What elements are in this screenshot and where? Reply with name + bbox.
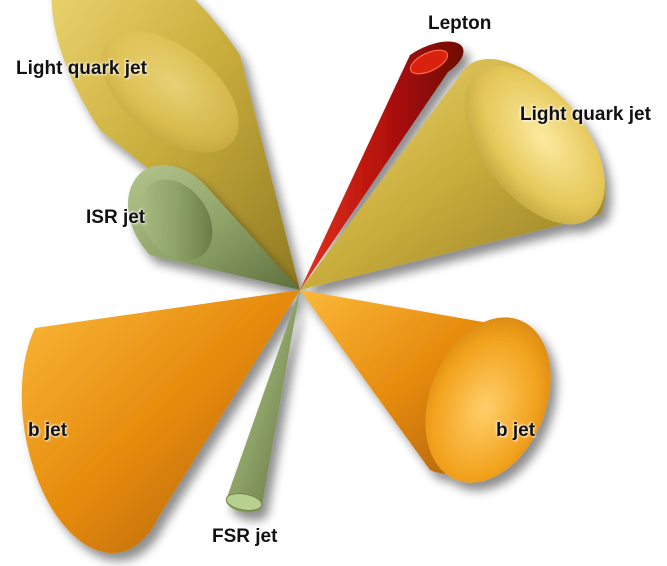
fsr-jet-cone <box>225 290 300 513</box>
light-quark-jet-right-cone <box>300 58 606 290</box>
b-jet-left-label: b jet <box>28 420 68 441</box>
lepton-cone <box>300 41 464 291</box>
isr-jet-cone <box>127 164 300 290</box>
b-jet-left-cone <box>21 290 300 554</box>
light-quark-jet-left-cone <box>51 0 300 290</box>
light-quark-jet-right-label: Light quark jet <box>520 104 651 125</box>
b-jet-right-cone <box>300 290 551 483</box>
lepton-label: Lepton <box>428 13 492 34</box>
light-quark-jet-left-label: Light quark jet <box>16 58 147 79</box>
fsr-jet-label: FSR jet <box>212 526 278 547</box>
b-jet-right-label: b jet <box>496 420 536 441</box>
isr-jet-label: ISR jet <box>86 207 146 228</box>
